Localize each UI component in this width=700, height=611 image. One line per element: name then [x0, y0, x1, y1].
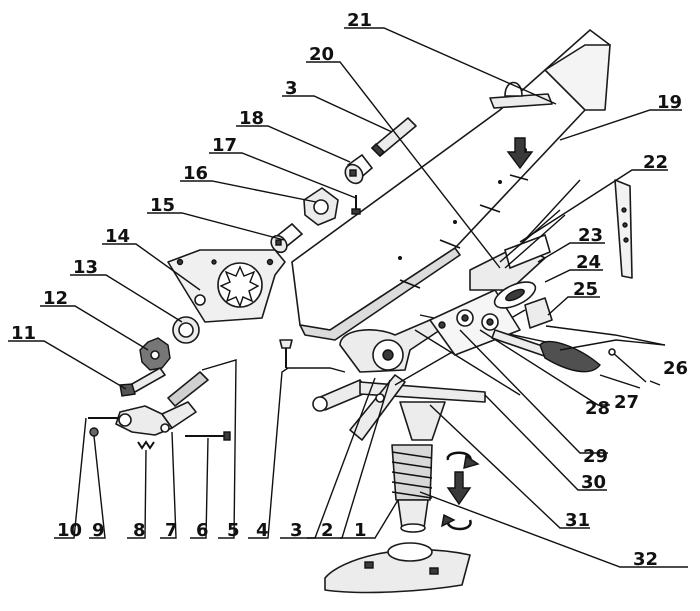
upper-mechanism	[469, 179, 581, 329]
callout-22: 22	[643, 152, 668, 173]
clamp-7	[115, 401, 197, 436]
callout-26: 26	[663, 358, 688, 379]
callout-28: 28	[585, 398, 610, 419]
bolt-6	[185, 431, 231, 441]
frame-mechanism	[312, 309, 561, 441]
callout-27: 27	[614, 392, 639, 413]
pin-part-26	[608, 348, 647, 383]
callout-1: 1	[354, 520, 367, 541]
callout-30: 30	[581, 472, 606, 493]
washer-13	[172, 316, 200, 344]
housing-16	[303, 187, 339, 226]
rotation-arrows	[441, 451, 480, 531]
callout-15: 15	[150, 195, 175, 216]
callout-21: 21	[347, 10, 372, 31]
callout-17: 17	[212, 135, 237, 156]
callout-12: 12	[43, 288, 68, 309]
callout-9: 9	[92, 520, 105, 541]
callout-4: 4	[256, 520, 269, 541]
callout-24: 24	[576, 252, 601, 273]
base-plate	[324, 542, 471, 594]
callout-2: 2	[321, 520, 334, 541]
callout-20: 20	[309, 44, 334, 65]
nut-9	[89, 427, 99, 437]
callout-16: 16	[183, 163, 208, 184]
gear-12	[139, 337, 171, 371]
shaft-3	[371, 117, 417, 157]
gear-housing-14	[167, 249, 286, 323]
lever-handle-27	[491, 329, 601, 373]
spring-8	[137, 440, 155, 450]
spring-rod-5	[167, 371, 209, 407]
callout-19: 19	[657, 92, 682, 113]
screw-4	[279, 339, 293, 368]
leader-lines	[8, 27, 688, 568]
callout-11: 11	[11, 323, 36, 344]
callout-labels: 21 20 3 18 17 16 15 14 13 12 11 19 22 23…	[11, 10, 688, 570]
callout-3-top: 3	[285, 78, 298, 99]
callout-13: 13	[73, 257, 98, 278]
callout-23: 23	[578, 225, 603, 246]
callout-25: 25	[573, 279, 598, 300]
callout-6: 6	[196, 520, 209, 541]
hopper-body	[291, 28, 611, 341]
crank-11	[119, 367, 166, 397]
callout-14: 14	[105, 226, 130, 247]
strip-part-22	[614, 179, 633, 279]
callout-7: 7	[165, 520, 178, 541]
callout-10: 10	[57, 520, 82, 541]
callout-29: 29	[583, 446, 608, 467]
callout-32: 32	[633, 549, 658, 570]
callout-8: 8	[133, 520, 146, 541]
callout-5: 5	[227, 520, 240, 541]
latch-part-21	[489, 81, 553, 109]
spring-tube	[391, 401, 446, 533]
callout-3-bottom: 3	[290, 520, 303, 541]
callout-31: 31	[565, 510, 590, 531]
bushing-18	[344, 153, 374, 185]
callout-18: 18	[239, 108, 264, 129]
